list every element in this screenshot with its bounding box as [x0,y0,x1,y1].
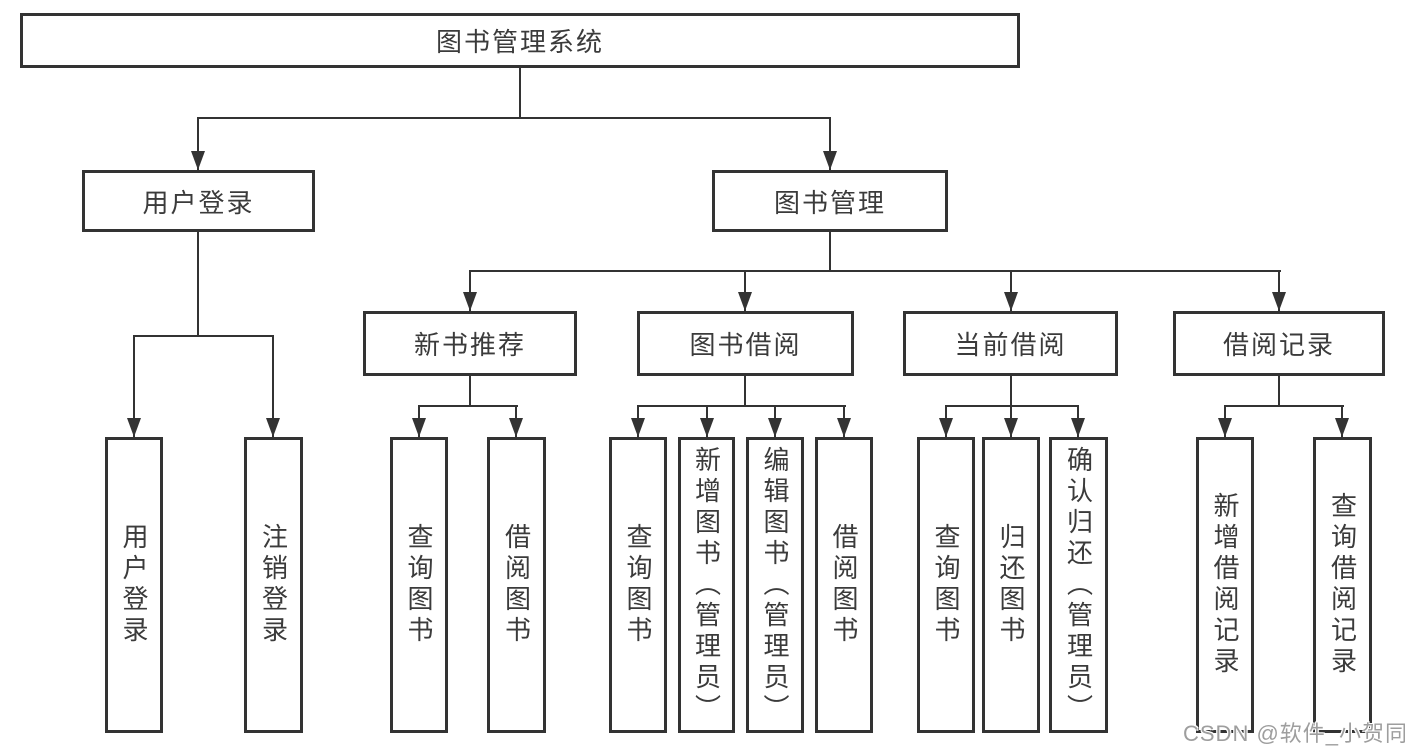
edge-borrow-records-trunk [1278,376,1280,407]
edge-root-trunk [519,68,521,118]
edge-new-book-rec-trunk [469,376,471,407]
leaf-query-book-2-label: 查询图书 [623,523,653,647]
arrowhead-query-book-3 [939,418,953,437]
edge-drop-user-login [197,117,199,170]
node-book-mgmt: 图书管理 [712,170,948,232]
leaf-borrow-book-2-label: 借阅图书 [829,523,859,647]
leaf-query-book-2: 查询图书 [609,437,667,733]
leaf-add-book: 新增图书（管理员） [678,437,735,733]
arrowhead-confirm-return [1071,418,1085,437]
edge-current-borrow-trunk [1010,376,1012,407]
edge-root-bar [197,117,831,119]
leaf-borrow-book-1: 借阅图书 [487,437,546,733]
node-current-borrow-label: 当前借阅 [954,330,1067,360]
edge-drop-book-mgmt [829,117,831,170]
leaf-borrow-book-2: 借阅图书 [815,437,873,733]
edge-drop-borrow-records [1278,270,1280,311]
leaf-return-book-label: 归还图书 [996,523,1026,647]
leaf-logout-label: 注销登录 [258,523,289,647]
arrowhead-leaf-logout [266,418,280,437]
leaf-query-book-3: 查询图书 [917,437,975,733]
node-borrow-records: 借阅记录 [1173,311,1385,376]
arrowhead-leaf-user-login [127,418,141,437]
arrowhead-query-record [1335,418,1349,437]
leaf-logout: 注销登录 [244,437,303,733]
edge-book-mgmt-bar [469,270,1281,272]
node-borrow-records-label: 借阅记录 [1222,330,1335,360]
arrowhead-book-borrow [738,292,752,311]
edge-drop-leaf-user-login [133,335,135,437]
edge-book-borrow-bar [637,405,846,407]
watermark: CSDN @软件_小贺同学 [1183,721,1405,746]
arrowhead-current-borrow [1004,292,1018,311]
edge-current-borrow-bar [945,405,1079,407]
node-new-book-rec-label: 新书推荐 [413,330,526,360]
arrowhead-new-book-rec [463,292,477,311]
arrowhead-borrow-book-2 [837,418,851,437]
arrowhead-book-mgmt [823,151,837,170]
arrowhead-add-book [700,418,714,437]
node-book-mgmt-label: 图书管理 [773,187,886,218]
arrowhead-borrow-records [1272,292,1286,311]
arrowhead-add-record [1218,418,1232,437]
node-book-borrow: 图书借阅 [637,311,854,376]
node-current-borrow: 当前借阅 [903,311,1118,376]
leaf-user-login: 用户登录 [105,437,163,733]
leaf-return-book: 归还图书 [982,437,1040,733]
edge-user-login-trunk [197,232,199,337]
leaf-add-book-label: 新增图书（管理员） [691,445,722,725]
arrowhead-user-login [191,151,205,170]
arrowhead-edit-book [768,418,782,437]
arrowhead-query-book-1 [412,418,426,437]
edge-drop-current-borrow [1010,270,1012,311]
node-user-login-label: 用户登录 [142,187,255,218]
leaf-add-record-label: 新增借阅记录 [1210,492,1240,678]
edge-drop-leaf-logout [272,335,274,437]
node-new-book-rec: 新书推荐 [363,311,577,376]
leaf-add-record: 新增借阅记录 [1196,437,1254,733]
leaf-query-book-3-label: 查询图书 [931,523,961,647]
leaf-confirm-return-label: 确认归还（管理员） [1063,445,1094,725]
edge-book-mgmt-trunk [829,232,831,272]
arrowhead-borrow-book-1 [509,418,523,437]
leaf-user-login-label: 用户登录 [119,523,149,647]
leaf-query-book-1-label: 查询图书 [404,523,434,647]
edge-user-login-bar [133,335,274,337]
node-book-borrow-label: 图书借阅 [689,330,802,360]
arrowhead-return-book [1004,418,1018,437]
leaf-query-book-1: 查询图书 [390,437,448,733]
edge-drop-new-book-rec [469,270,471,311]
leaf-edit-book-label: 编辑图书（管理员） [760,445,790,725]
leaf-borrow-book-1-label: 借阅图书 [501,523,532,647]
leaf-query-record: 查询借阅记录 [1313,437,1372,733]
leaf-confirm-return: 确认归还（管理员） [1049,437,1108,733]
edge-borrow-records-bar [1224,405,1344,407]
arrowhead-query-book-2 [631,418,645,437]
leaf-edit-book: 编辑图书（管理员） [746,437,804,733]
node-user-login: 用户登录 [82,170,315,232]
edge-new-book-rec-bar [418,405,518,407]
node-root: 图书管理系统 [20,13,1020,68]
edge-drop-book-borrow [744,270,746,311]
edge-book-borrow-trunk [744,376,746,407]
leaf-query-record-label: 查询借阅记录 [1327,492,1358,678]
node-root-label: 图书管理系统 [435,27,604,57]
